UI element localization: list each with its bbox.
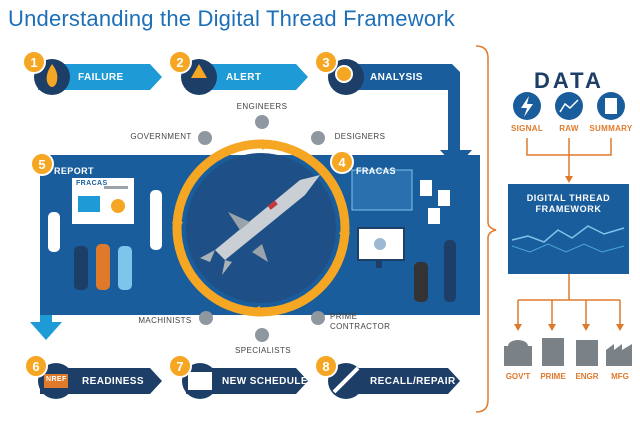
rocket-icon bbox=[200, 175, 320, 275]
step-label-analysis: ANALYSIS bbox=[370, 72, 423, 83]
data-input-summary: SUMMARY bbox=[589, 124, 633, 133]
data-input-signal: SIGNAL bbox=[510, 124, 544, 133]
step-label-report: REPORT bbox=[54, 166, 94, 176]
factory-icon bbox=[606, 344, 632, 366]
step-label-failure: FAILURE bbox=[78, 72, 124, 83]
data-connector bbox=[526, 138, 612, 178]
output-arrow bbox=[548, 324, 556, 331]
nref-tag bbox=[44, 374, 68, 388]
step-badge-6: 6 bbox=[24, 354, 48, 378]
framework-title-line2: FRAMEWORK bbox=[535, 204, 602, 214]
nref-tag-label: NREF bbox=[46, 376, 67, 383]
label-government: GOVERNMENT bbox=[130, 132, 192, 141]
page-title: Understanding the Digital Thread Framewo… bbox=[8, 6, 455, 31]
calendar-sheet bbox=[188, 372, 212, 390]
report-team-figures bbox=[48, 190, 162, 290]
framework-thread-line bbox=[511, 225, 625, 243]
label-engineers: ENGINEERS bbox=[236, 102, 288, 111]
magnifier-lens bbox=[335, 65, 353, 83]
label-prime: PRIME bbox=[330, 312, 358, 321]
wrench-shape bbox=[332, 366, 360, 394]
step-badge-8: 8 bbox=[314, 354, 338, 378]
output-arrow bbox=[616, 324, 624, 331]
step-badge-2: 2 bbox=[168, 50, 192, 74]
fire-flame bbox=[46, 64, 58, 87]
framework-box bbox=[508, 184, 629, 274]
fracas-analyst-figures bbox=[414, 240, 456, 302]
prime-contractor-person-icon bbox=[311, 311, 325, 325]
engineering-building-icon bbox=[576, 340, 598, 366]
specialist-person-icon bbox=[255, 328, 269, 342]
capitol-icon bbox=[504, 340, 532, 366]
document-sheet bbox=[605, 98, 617, 114]
step-label-new-schedule: NEW SCHEDULE bbox=[222, 376, 308, 387]
framework-title-line1: DIGITAL THREAD bbox=[526, 193, 611, 203]
label-specialists: SPECIALISTS bbox=[235, 346, 291, 355]
step-badge-4: 4 bbox=[330, 150, 354, 174]
output-prime: PRIME bbox=[540, 372, 566, 381]
output-connector bbox=[517, 274, 621, 326]
monitor-icon bbox=[357, 227, 405, 268]
data-title: DATA bbox=[534, 68, 604, 93]
label-contractor: CONTRACTOR bbox=[330, 322, 391, 331]
ring-arrowhead bbox=[172, 222, 183, 234]
ring-arrowhead bbox=[248, 306, 260, 316]
alert-triangle bbox=[191, 64, 207, 78]
government-person-icon bbox=[198, 131, 212, 145]
step-badge-3: 3 bbox=[314, 50, 338, 74]
step-badge-5: 5 bbox=[30, 152, 54, 176]
designer-person-icon bbox=[311, 131, 325, 145]
step-badge-7: 7 bbox=[168, 354, 192, 378]
step-label-recall-repair: RECALL/REPAIR bbox=[370, 376, 456, 387]
output-mfg: MFG bbox=[611, 372, 629, 381]
framework-thread-line bbox=[511, 243, 625, 253]
data-connector-arrow bbox=[565, 176, 573, 183]
step-label-alert: ALERT bbox=[226, 72, 262, 83]
ring-arrowhead bbox=[339, 222, 350, 234]
fracas-board-label: FRACAS bbox=[76, 180, 108, 187]
machinist-person-icon bbox=[199, 311, 213, 325]
step-badge-1: 1 bbox=[22, 50, 46, 74]
fracas-dashboard bbox=[351, 169, 450, 224]
arrow-step-3 bbox=[334, 64, 472, 168]
step-label-readiness: READINESS bbox=[82, 376, 144, 387]
data-input-raw: RAW bbox=[559, 124, 579, 133]
output-engr: ENGR bbox=[575, 372, 599, 381]
building-icon bbox=[542, 338, 564, 366]
engineer-person-icon bbox=[255, 115, 269, 129]
output-arrow bbox=[582, 324, 590, 331]
lightning-bolt bbox=[521, 96, 533, 117]
arrow-step-8 bbox=[334, 368, 460, 394]
output-arrow bbox=[514, 324, 522, 331]
label-machinists: MACHINISTS bbox=[138, 316, 192, 325]
label-designers: DESIGNERS bbox=[334, 132, 386, 141]
step-label-fracas: FRACAS bbox=[356, 166, 396, 176]
chart-board-icon bbox=[72, 178, 134, 224]
arrow-step-2 bbox=[186, 64, 308, 90]
line-chart-stroke bbox=[559, 99, 579, 113]
ring-arrowhead bbox=[262, 139, 274, 150]
output-govt: GOV'T bbox=[505, 372, 531, 381]
arrow-step-1 bbox=[38, 64, 162, 90]
line-chart-icon bbox=[555, 92, 583, 120]
right-bracket bbox=[475, 45, 497, 413]
